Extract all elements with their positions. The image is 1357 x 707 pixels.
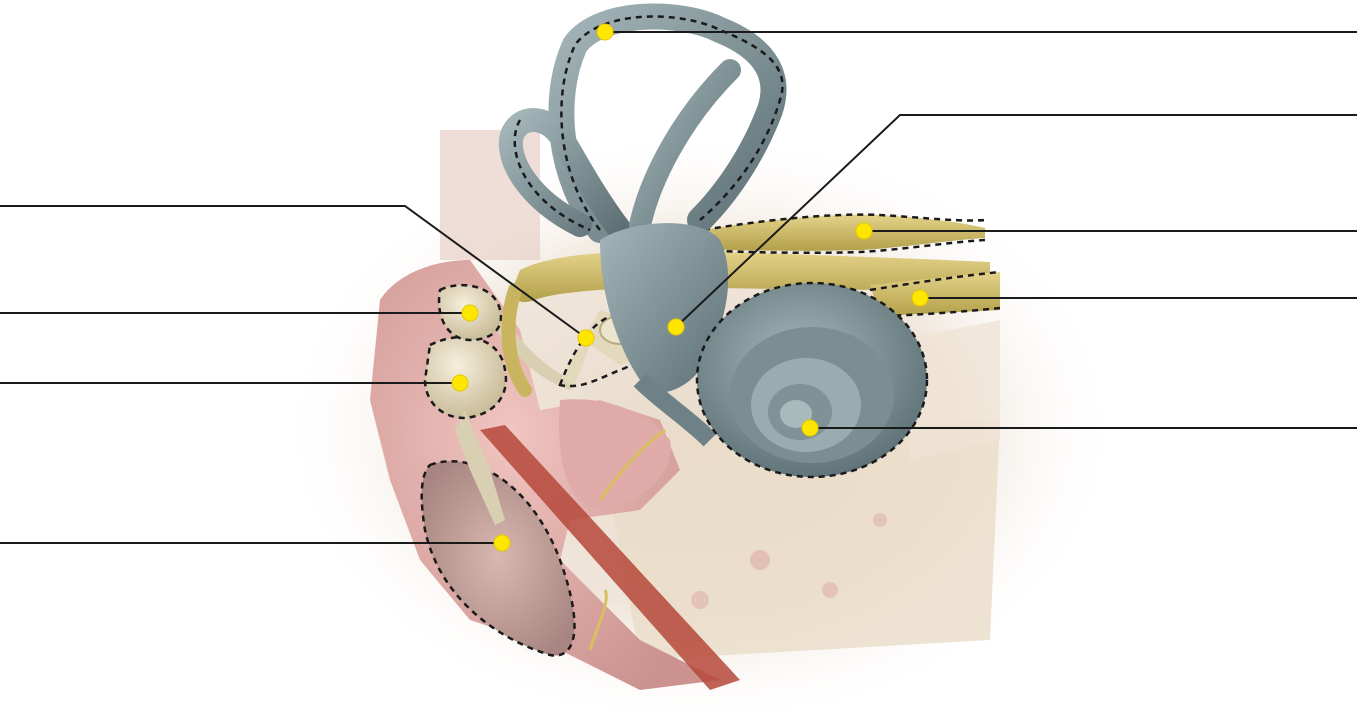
marker-stapes[interactable] [578, 330, 594, 346]
marker-incus[interactable] [462, 305, 478, 321]
marker-cochlea[interactable] [802, 420, 818, 436]
marker-cochlear-nerve[interactable] [912, 290, 928, 306]
marker-tympanic-membrane[interactable] [494, 535, 510, 551]
marker-malleus[interactable] [452, 375, 468, 391]
marker-semicircular-canals[interactable] [597, 24, 613, 40]
cochlea [697, 283, 927, 477]
marker-vestibule[interactable] [668, 319, 684, 335]
marker-vestibular-nerve[interactable] [856, 223, 872, 239]
